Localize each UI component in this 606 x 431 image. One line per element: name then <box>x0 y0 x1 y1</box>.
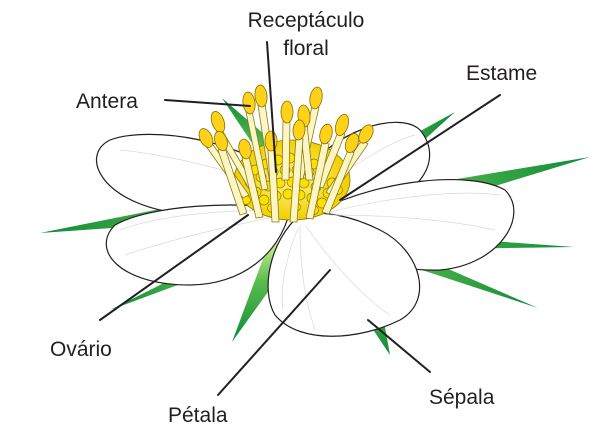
label-receptaculo: Receptáculo <box>248 9 365 32</box>
label-floral: floral <box>283 37 329 60</box>
stamen-anther <box>318 123 334 145</box>
label-antera: Antera <box>76 90 138 113</box>
label-sepala: Sépala <box>429 386 495 409</box>
label-petala: Pétala <box>168 404 228 427</box>
label-ovario: Ovário <box>50 338 112 361</box>
stamen-filament <box>282 120 290 180</box>
stamen-anther <box>209 110 228 135</box>
label-estame: Estame <box>466 62 537 85</box>
stamen-anther <box>242 91 257 114</box>
stamen-anther <box>281 101 293 123</box>
stamen-anther <box>333 113 351 138</box>
leader-sepala <box>368 320 430 372</box>
stamen-anther <box>254 84 268 107</box>
stamen-anther <box>308 86 324 110</box>
pistil <box>259 195 269 205</box>
leader-antera <box>165 100 250 106</box>
